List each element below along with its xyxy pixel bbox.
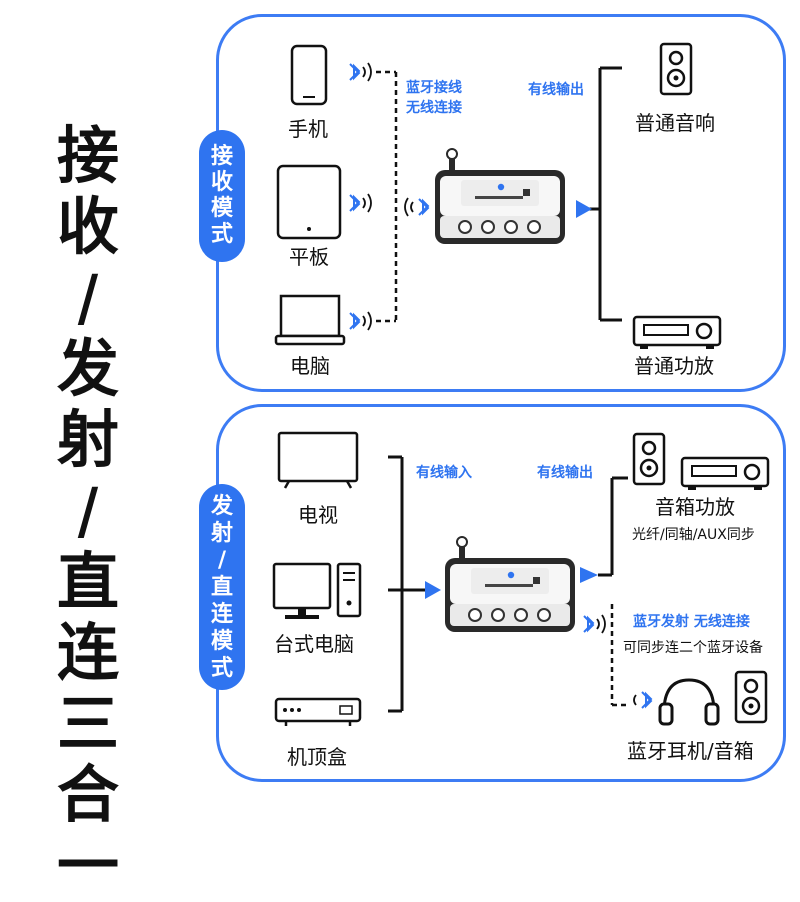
phone-icon [290,44,328,106]
bluetooth-icon [349,193,372,213]
bluetooth-transmit-sublabel: 可同步连二个蓝牙设备 [623,640,763,656]
tablet-icon [276,164,342,240]
desktop-computer-icon [272,562,362,619]
wired-output-label: 有线输出 [537,465,593,481]
amplifier-icon [680,456,770,492]
speaker-amp-label: 音箱功放 [655,495,735,519]
title-char: 三 [56,687,119,760]
wired-output-connector [598,476,628,577]
bluetooth-icon [633,691,652,709]
mode-char: 连 [210,601,233,627]
bluetooth-receiver-device [434,148,566,245]
speaker-icon [734,670,768,724]
receive-mode-badge: 接 收 模 式 [199,130,245,262]
laptop-icon [274,294,346,346]
speaker-amp-sublabel: 光纤/同轴/AUX同步 [632,527,755,543]
wired-input-connector [388,455,425,713]
bluetooth-icon [349,62,372,82]
bluetooth-link-line [376,70,398,323]
arrow-icon [580,567,598,583]
bluetooth-devices-label: 蓝牙耳机/音箱 [627,739,754,763]
mode-char: 式 [210,222,233,247]
mode-char: / [217,547,227,573]
wired-input-label: 有线输入 [416,465,472,481]
speaker-icon [659,42,693,96]
tv-icon [277,431,359,489]
mode-char: 射 [210,520,233,546]
mode-char: 收 [210,170,233,195]
amplifier-icon [632,315,722,351]
title-char: / [77,261,99,334]
title-char: 一 [56,829,119,902]
bluetooth-icon [583,614,606,634]
set-top-box-label: 机顶盒 [287,745,347,769]
tablet-label: 平板 [289,245,329,269]
bluetooth-link-line [610,604,630,707]
title-char: 连 [56,616,119,689]
tv-label: 电视 [298,503,338,527]
title-char: 接 [56,119,119,192]
amplifier-label: 普通功放 [634,354,714,378]
laptop-label: 电脑 [290,354,330,378]
wired-output-connector [577,66,622,322]
title-char: 收 [56,190,119,263]
bluetooth-icon [404,197,429,217]
bluetooth-transmit-label: 蓝牙发射 无线连接 [633,614,750,630]
title-char: 射 [56,403,119,476]
mode-char: 接 [210,144,233,169]
title-char: 发 [56,332,119,405]
mode-char: 模 [210,628,233,654]
bluetooth-icon [349,311,372,331]
mode-char: 直 [210,574,233,600]
bluetooth-link-line1: 蓝牙接线 [406,80,462,96]
arrow-icon [576,200,592,218]
diagram-graphics [272,42,770,726]
phone-label: 手机 [288,117,328,141]
transmit-mode-badge: 发 射 / 直 连 模 式 [199,484,245,690]
wired-output-label: 有线输出 [528,82,584,98]
bluetooth-transmitter-device [444,536,576,633]
desktop-label: 台式电脑 [274,632,354,656]
mode-char: 发 [210,493,233,519]
mode-char: 式 [210,655,233,681]
speaker-icon [632,432,666,486]
headphones-icon [658,678,720,726]
bluetooth-link-label: 蓝牙接线 无线连接 [406,78,462,118]
speaker-label: 普通音响 [635,111,715,135]
title-char: 直 [56,545,119,618]
mode-char: 模 [210,196,233,221]
title-char: / [77,474,99,547]
set-top-box-icon [274,697,362,726]
arrow-icon [425,581,441,599]
bluetooth-link-line2: 无线连接 [406,100,462,116]
